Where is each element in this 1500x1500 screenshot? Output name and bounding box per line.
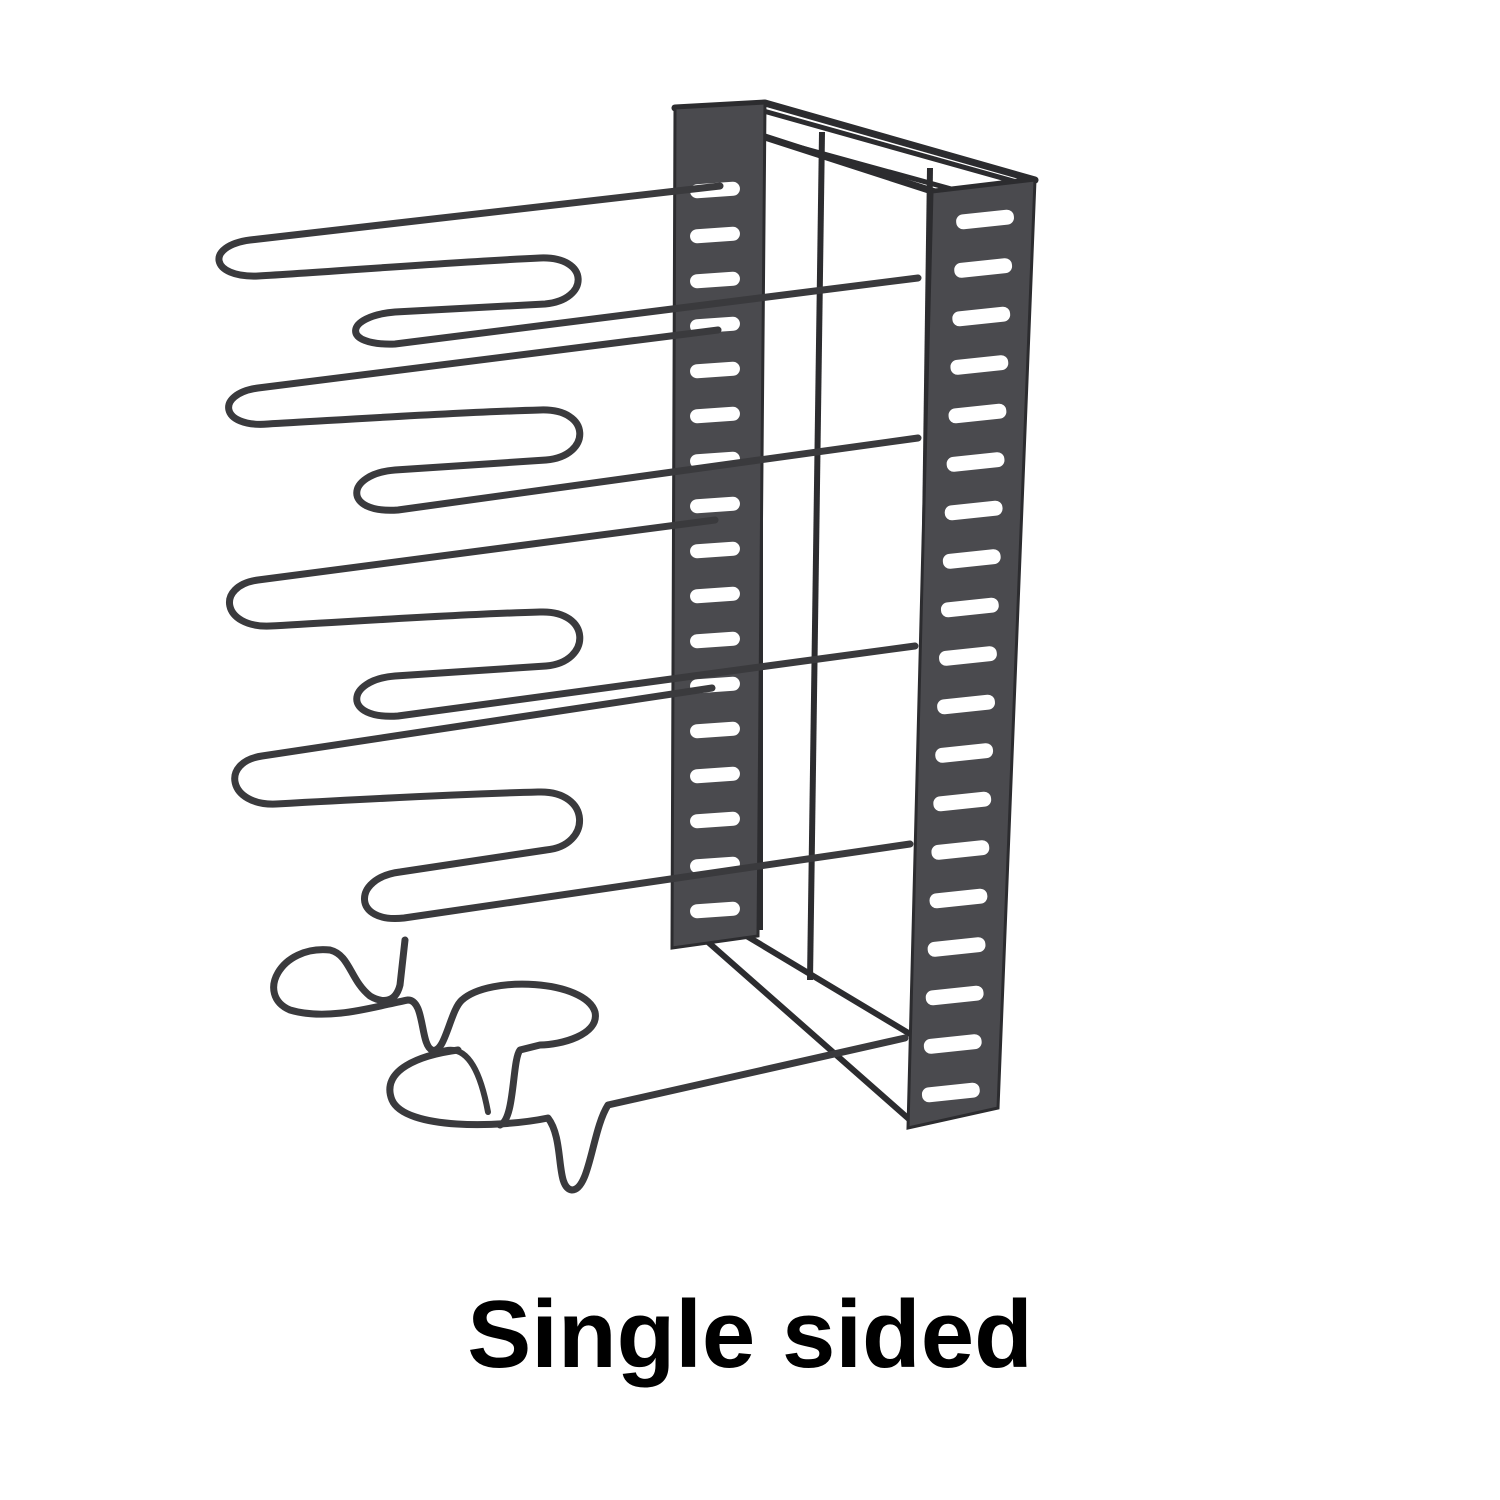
rack-base [270, 936, 909, 1194]
right-panel-slot [956, 209, 1014, 230]
right-panel-slot [921, 1082, 980, 1103]
top-rail-inner [759, 107, 1021, 186]
left-panel-slot [690, 541, 740, 559]
right-panel-slot [946, 452, 1005, 472]
pan-organizer-rack-icon [215, 99, 1039, 1194]
wire-shelf [215, 182, 922, 348]
right-panel-slot [923, 1034, 982, 1054]
left-panel-slot [690, 901, 740, 919]
left-panel-slot [690, 766, 740, 784]
wire-shelf [226, 516, 919, 720]
right-panel-slot [939, 646, 997, 666]
left-panel-slot [690, 721, 740, 739]
left-panel-slot [690, 586, 740, 604]
right-panel-slot [944, 500, 1003, 521]
right-panel-slot [954, 258, 1013, 278]
rack-frame [670, 99, 1039, 1130]
left-panel-slot [690, 811, 740, 829]
right-panel-slot [948, 403, 1007, 424]
rack-wires [215, 182, 922, 922]
wire-base-foot [437, 1046, 491, 1115]
right-panel-slot [925, 985, 984, 1006]
right-panel-slot [950, 355, 1009, 375]
right-panel-slot [929, 888, 988, 909]
wire-base-foot [386, 1034, 909, 1194]
right-panel-slot [952, 306, 1011, 327]
left-panel-slot [690, 406, 740, 424]
middle-post [807, 131, 825, 981]
bottom-rail [698, 932, 912, 1123]
left-panel-slot [690, 631, 740, 649]
left-panel-slot [690, 271, 740, 289]
wire-shelf [231, 684, 914, 922]
right-panel-slot [937, 694, 995, 715]
right-panel-slot [927, 937, 986, 957]
left-panel-slot [690, 361, 740, 379]
wire-shelf [225, 326, 922, 514]
left-panel-slot [690, 226, 740, 244]
left-panel-slot [690, 496, 740, 514]
right-panel-slot [931, 840, 990, 860]
right-panel-slot [940, 597, 999, 618]
right-panel-slot [935, 743, 994, 763]
right-panel-slot [942, 549, 1001, 569]
caption-text: Single sided [467, 1281, 1033, 1388]
right-panel-slot [933, 791, 992, 812]
wire-base-loop [270, 936, 599, 1129]
